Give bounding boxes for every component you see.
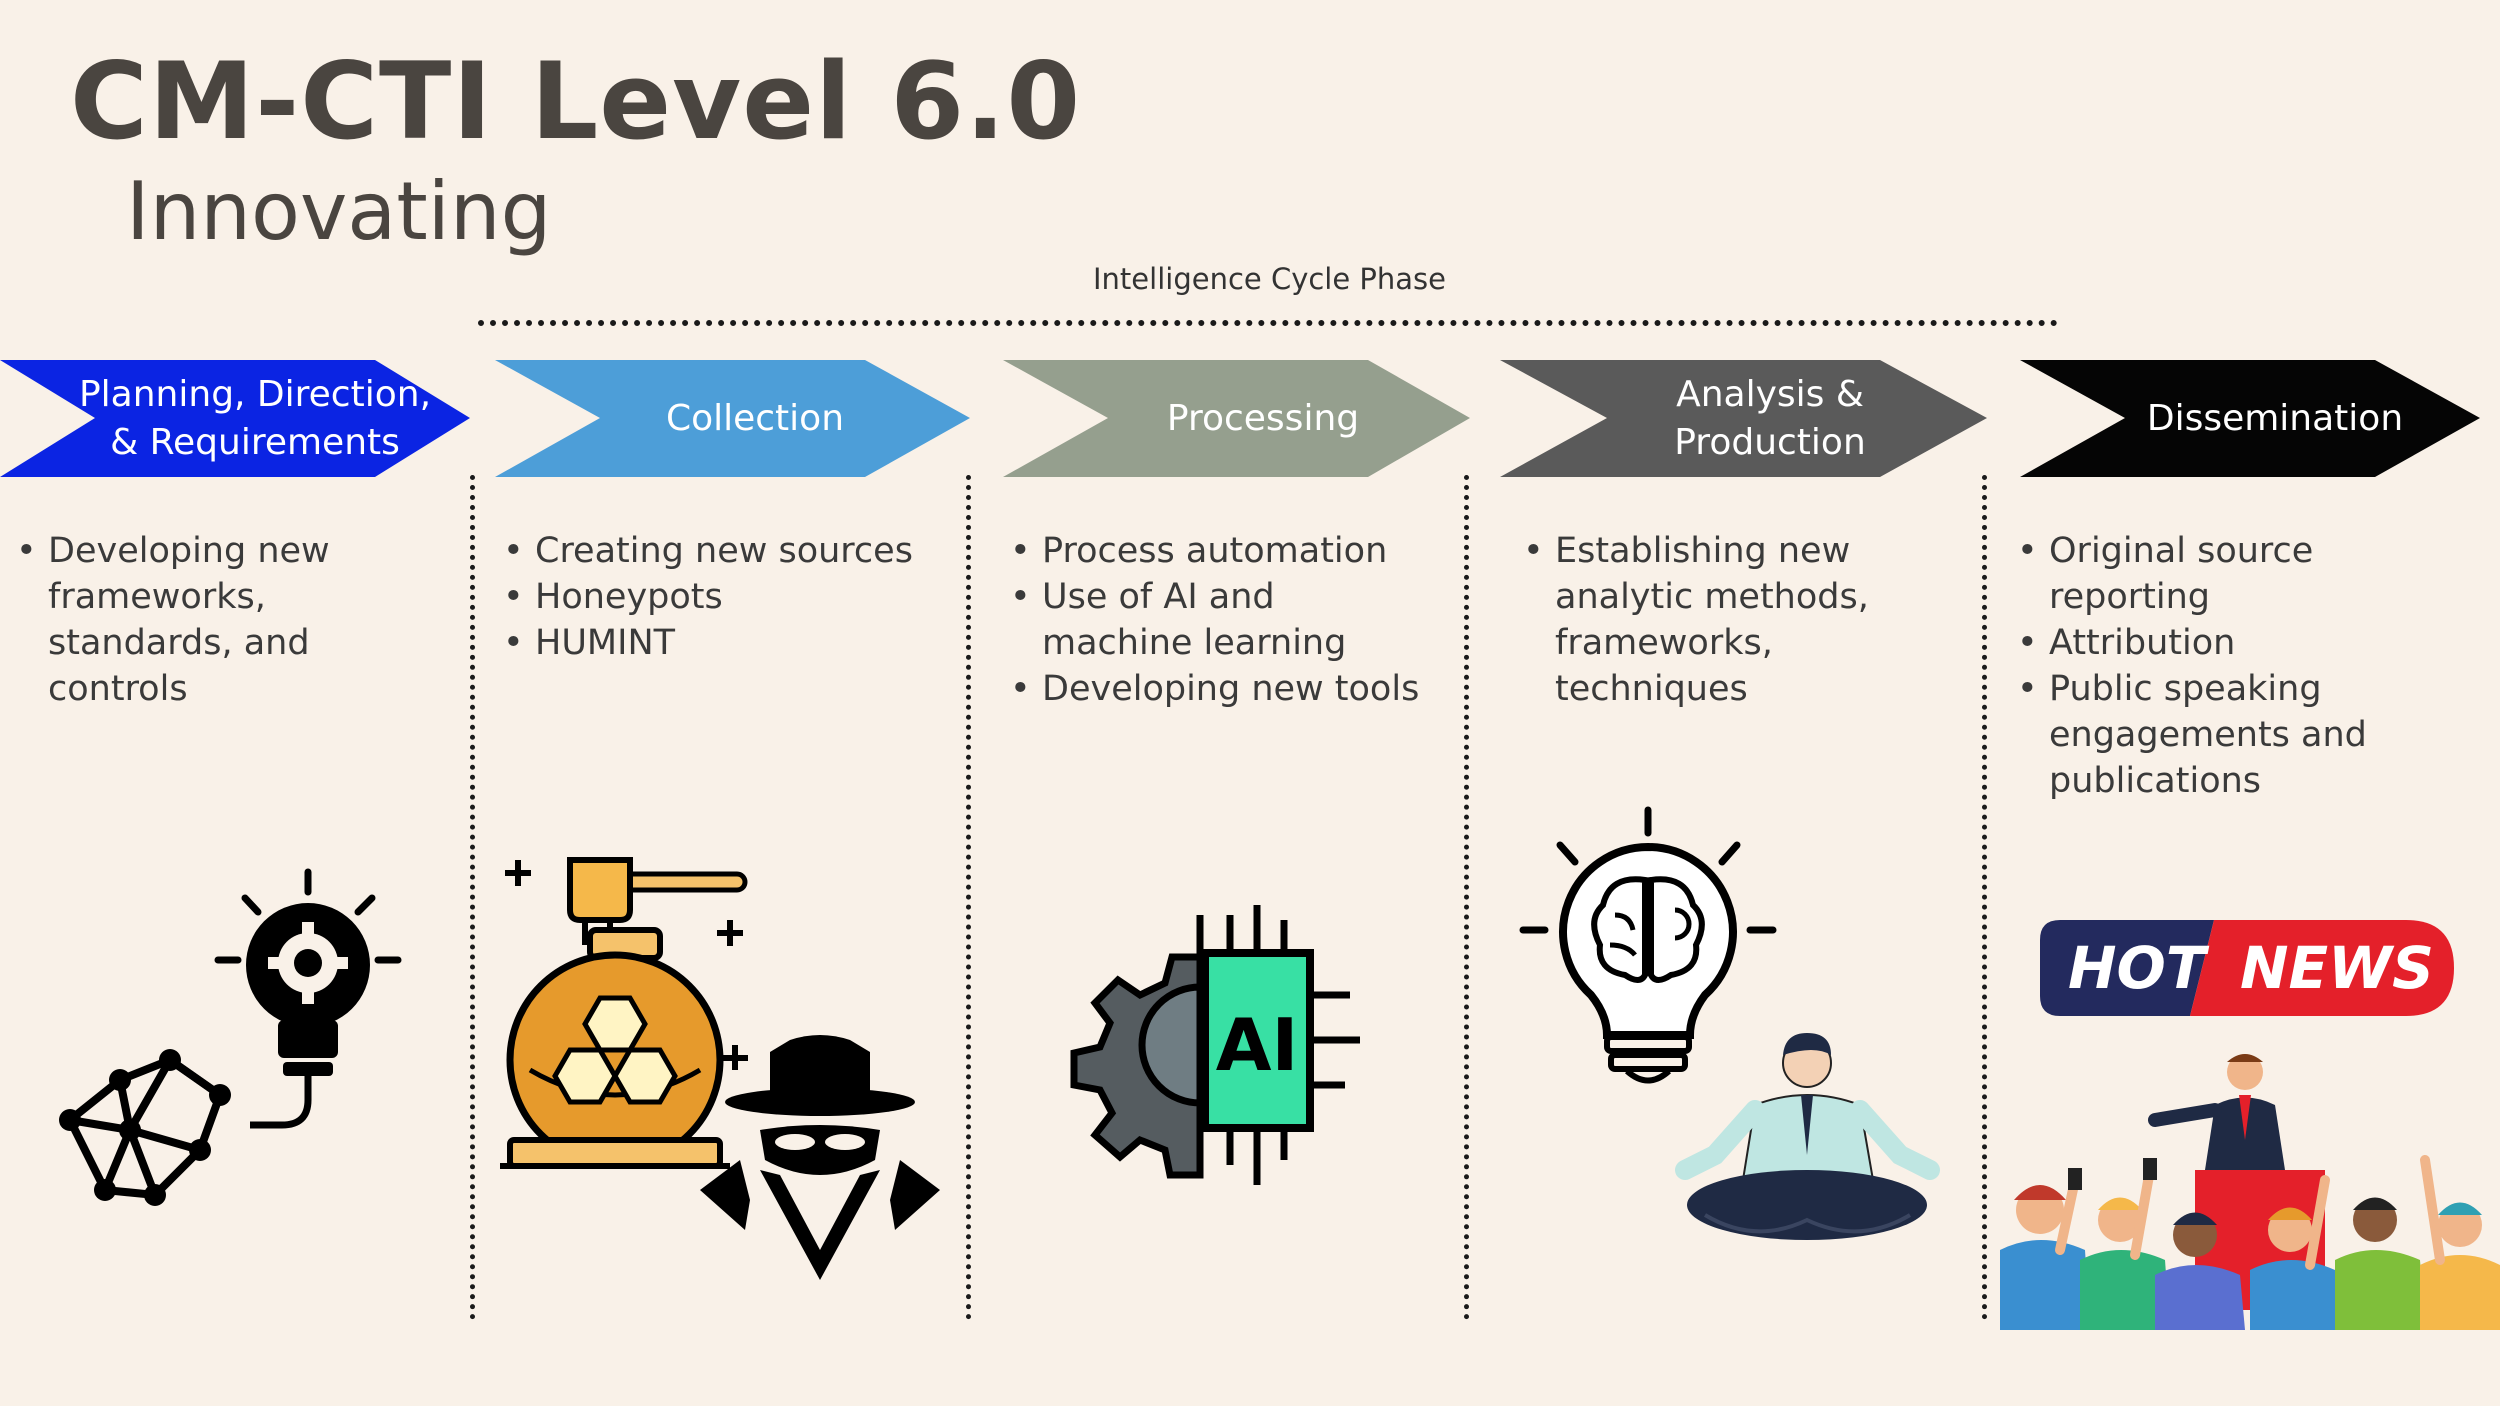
planning-bullets: Developing new frameworks, standards, an… (16, 528, 446, 712)
column-divider (470, 475, 475, 1320)
chevron-analysis: Analysis &Production (1500, 360, 1987, 477)
chevron-collection: Collection (495, 360, 970, 477)
bullet-item: Establishing new analytic methods, frame… (1523, 528, 1963, 712)
bullet-item: Developing new tools (1010, 666, 1430, 712)
ai-chip-text: AI (1216, 1003, 1299, 1087)
lightbulb-gear-network-icon (59, 868, 402, 1206)
column-divider (1982, 475, 1987, 1320)
analysis-bullets: Establishing new analytic methods, frame… (1523, 528, 1963, 712)
hot-news-word2: NEWS (2240, 934, 2434, 1002)
hot-news-audience-icon (2000, 1054, 2500, 1330)
column-divider (1464, 475, 1469, 1320)
chevron-processing-label: Processing (1166, 397, 1360, 439)
bullet-item: HUMINT (503, 620, 953, 666)
bullet-item: Original source reporting (2017, 528, 2467, 620)
ai-gear-chip-icon: AI (1070, 905, 1360, 1185)
honeypot-spy-icon (500, 857, 940, 1280)
bullet-item: Process automation (1010, 528, 1430, 574)
brain-bulb-meditation-icon (1519, 806, 1940, 1240)
hot-news-banner: HOT NEWS (2040, 920, 2454, 1016)
dissemination-bullets: Original source reporting Attribution Pu… (2017, 528, 2467, 804)
chevron-planning-label: Planning, Direction,& Requirements (78, 373, 432, 463)
page-subtitle: Innovating (126, 165, 552, 258)
phase-axis-label: Intelligence Cycle Phase (1093, 262, 1447, 296)
hot-news-word1: HOT (2068, 934, 2206, 1002)
chevron-collection-label: Collection (665, 397, 845, 439)
collection-bullets: Creating new sources Honeypots HUMINT (503, 528, 953, 666)
bullet-item: Honeypots (503, 574, 953, 620)
chevron-dissemination-label: Dissemination (2146, 397, 2404, 439)
chevron-planning: Planning, Direction,& Requirements (0, 360, 470, 477)
bullet-item: Use of AI and machine learning (1010, 574, 1430, 666)
chevron-dissemination: Dissemination (2020, 360, 2480, 477)
bullet-item: Developing new frameworks, standards, an… (16, 528, 446, 712)
column-divider (966, 475, 971, 1320)
phase-axis-line (478, 320, 2058, 326)
chevron-analysis-label: Analysis &Production (1674, 373, 1866, 463)
bullet-item: Attribution (2017, 620, 2467, 666)
processing-bullets: Process automation Use of AI and machine… (1010, 528, 1430, 712)
chevron-processing: Processing (1003, 360, 1470, 477)
page-title: CM-CTI Level 6.0 (70, 40, 1082, 163)
bullet-item: Public speaking engagements and publicat… (2017, 666, 2467, 804)
bullet-item: Creating new sources (503, 528, 953, 574)
